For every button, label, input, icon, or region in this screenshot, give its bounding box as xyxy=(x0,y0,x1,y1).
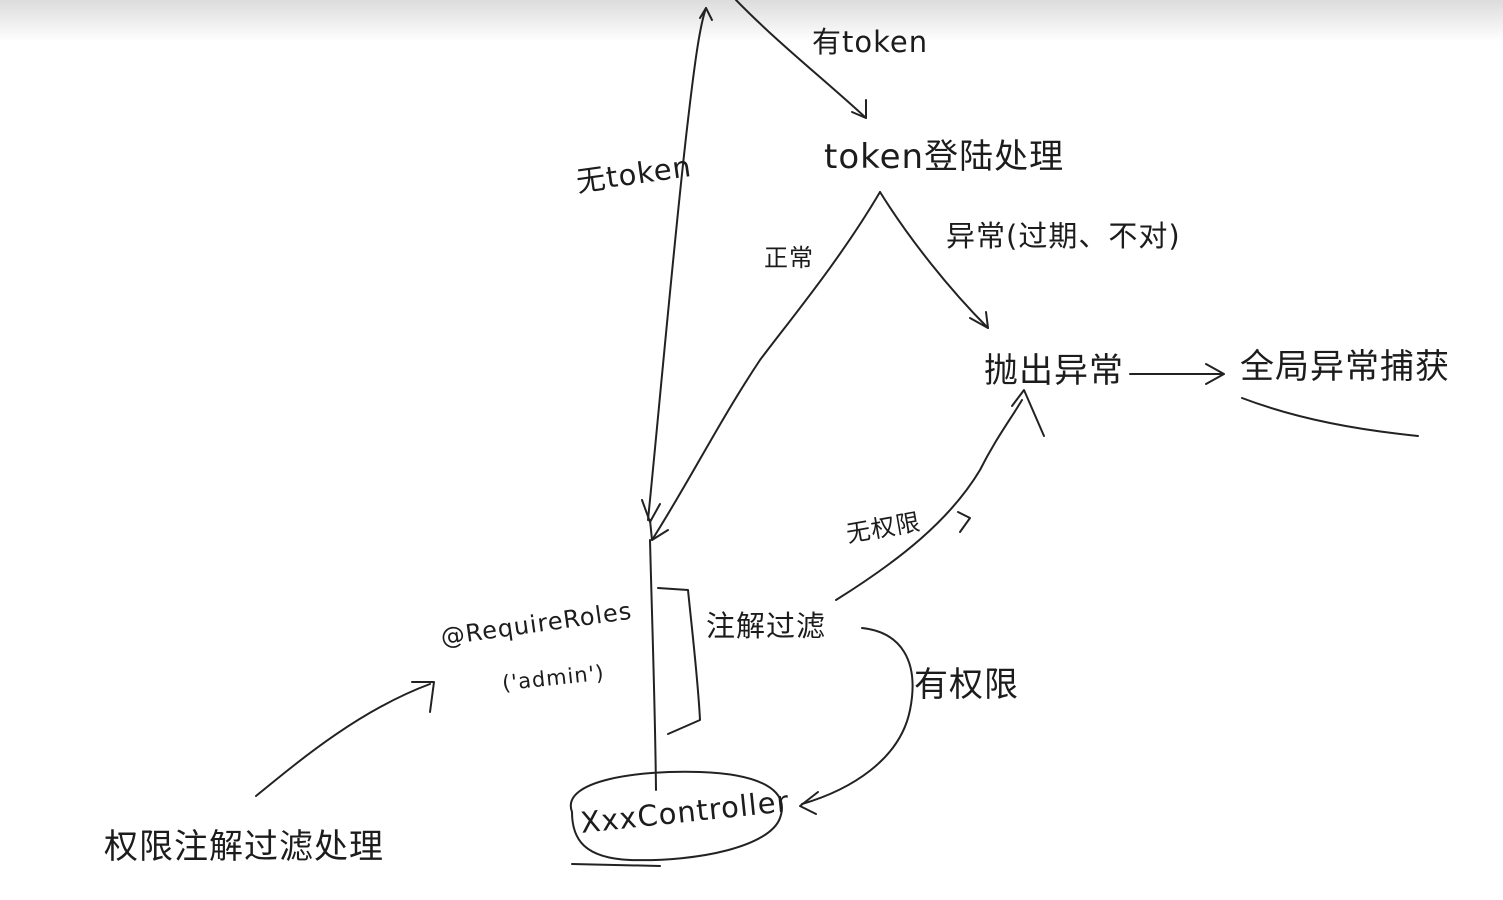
top-shadow xyxy=(0,0,1503,42)
arrowhead-down-main xyxy=(641,499,661,523)
label-throw-exception: 抛出异常 xyxy=(984,351,1124,391)
arrowhead-to-annotation xyxy=(411,681,435,713)
label-has-token: 有token xyxy=(812,25,929,59)
controller-ellipse xyxy=(569,770,783,862)
arrow-has-permission xyxy=(801,627,914,805)
label-exception-note: 异常(过期、不对) xyxy=(946,219,1181,253)
label-has-permission: 有权限 xyxy=(914,665,1019,705)
arrow-to-annotation xyxy=(255,683,431,797)
main-vertical xyxy=(649,539,657,791)
underline-global xyxy=(1241,397,1419,437)
arrow-no-token xyxy=(647,7,707,521)
arrow-exception xyxy=(879,191,989,329)
arrowhead-no-permission xyxy=(1011,389,1045,437)
arrow-no-permission xyxy=(835,399,1023,601)
arrowhead-normal xyxy=(649,519,669,541)
arrowhead-no-token xyxy=(699,7,713,21)
arrowhead-has-token xyxy=(851,99,867,119)
filter-bracket xyxy=(657,587,701,735)
arrow-has-token xyxy=(735,0,867,119)
arrowhead-to-global xyxy=(1205,363,1225,385)
arrowhead-exception xyxy=(969,311,989,329)
label-permission-handling: 权限注解过滤处理 xyxy=(104,827,384,867)
label-annotation-filter: 注解过滤 xyxy=(706,609,827,643)
label-global-catch: 全局异常捕获 xyxy=(1240,347,1450,387)
label-login-handling: token登陆处理 xyxy=(824,137,1065,177)
arrowhead-has-permission xyxy=(799,791,819,815)
controller-underline xyxy=(571,863,661,867)
tick-no-permission xyxy=(957,511,971,533)
arrow-normal xyxy=(651,191,881,541)
label-normal: 正常 xyxy=(764,244,814,272)
